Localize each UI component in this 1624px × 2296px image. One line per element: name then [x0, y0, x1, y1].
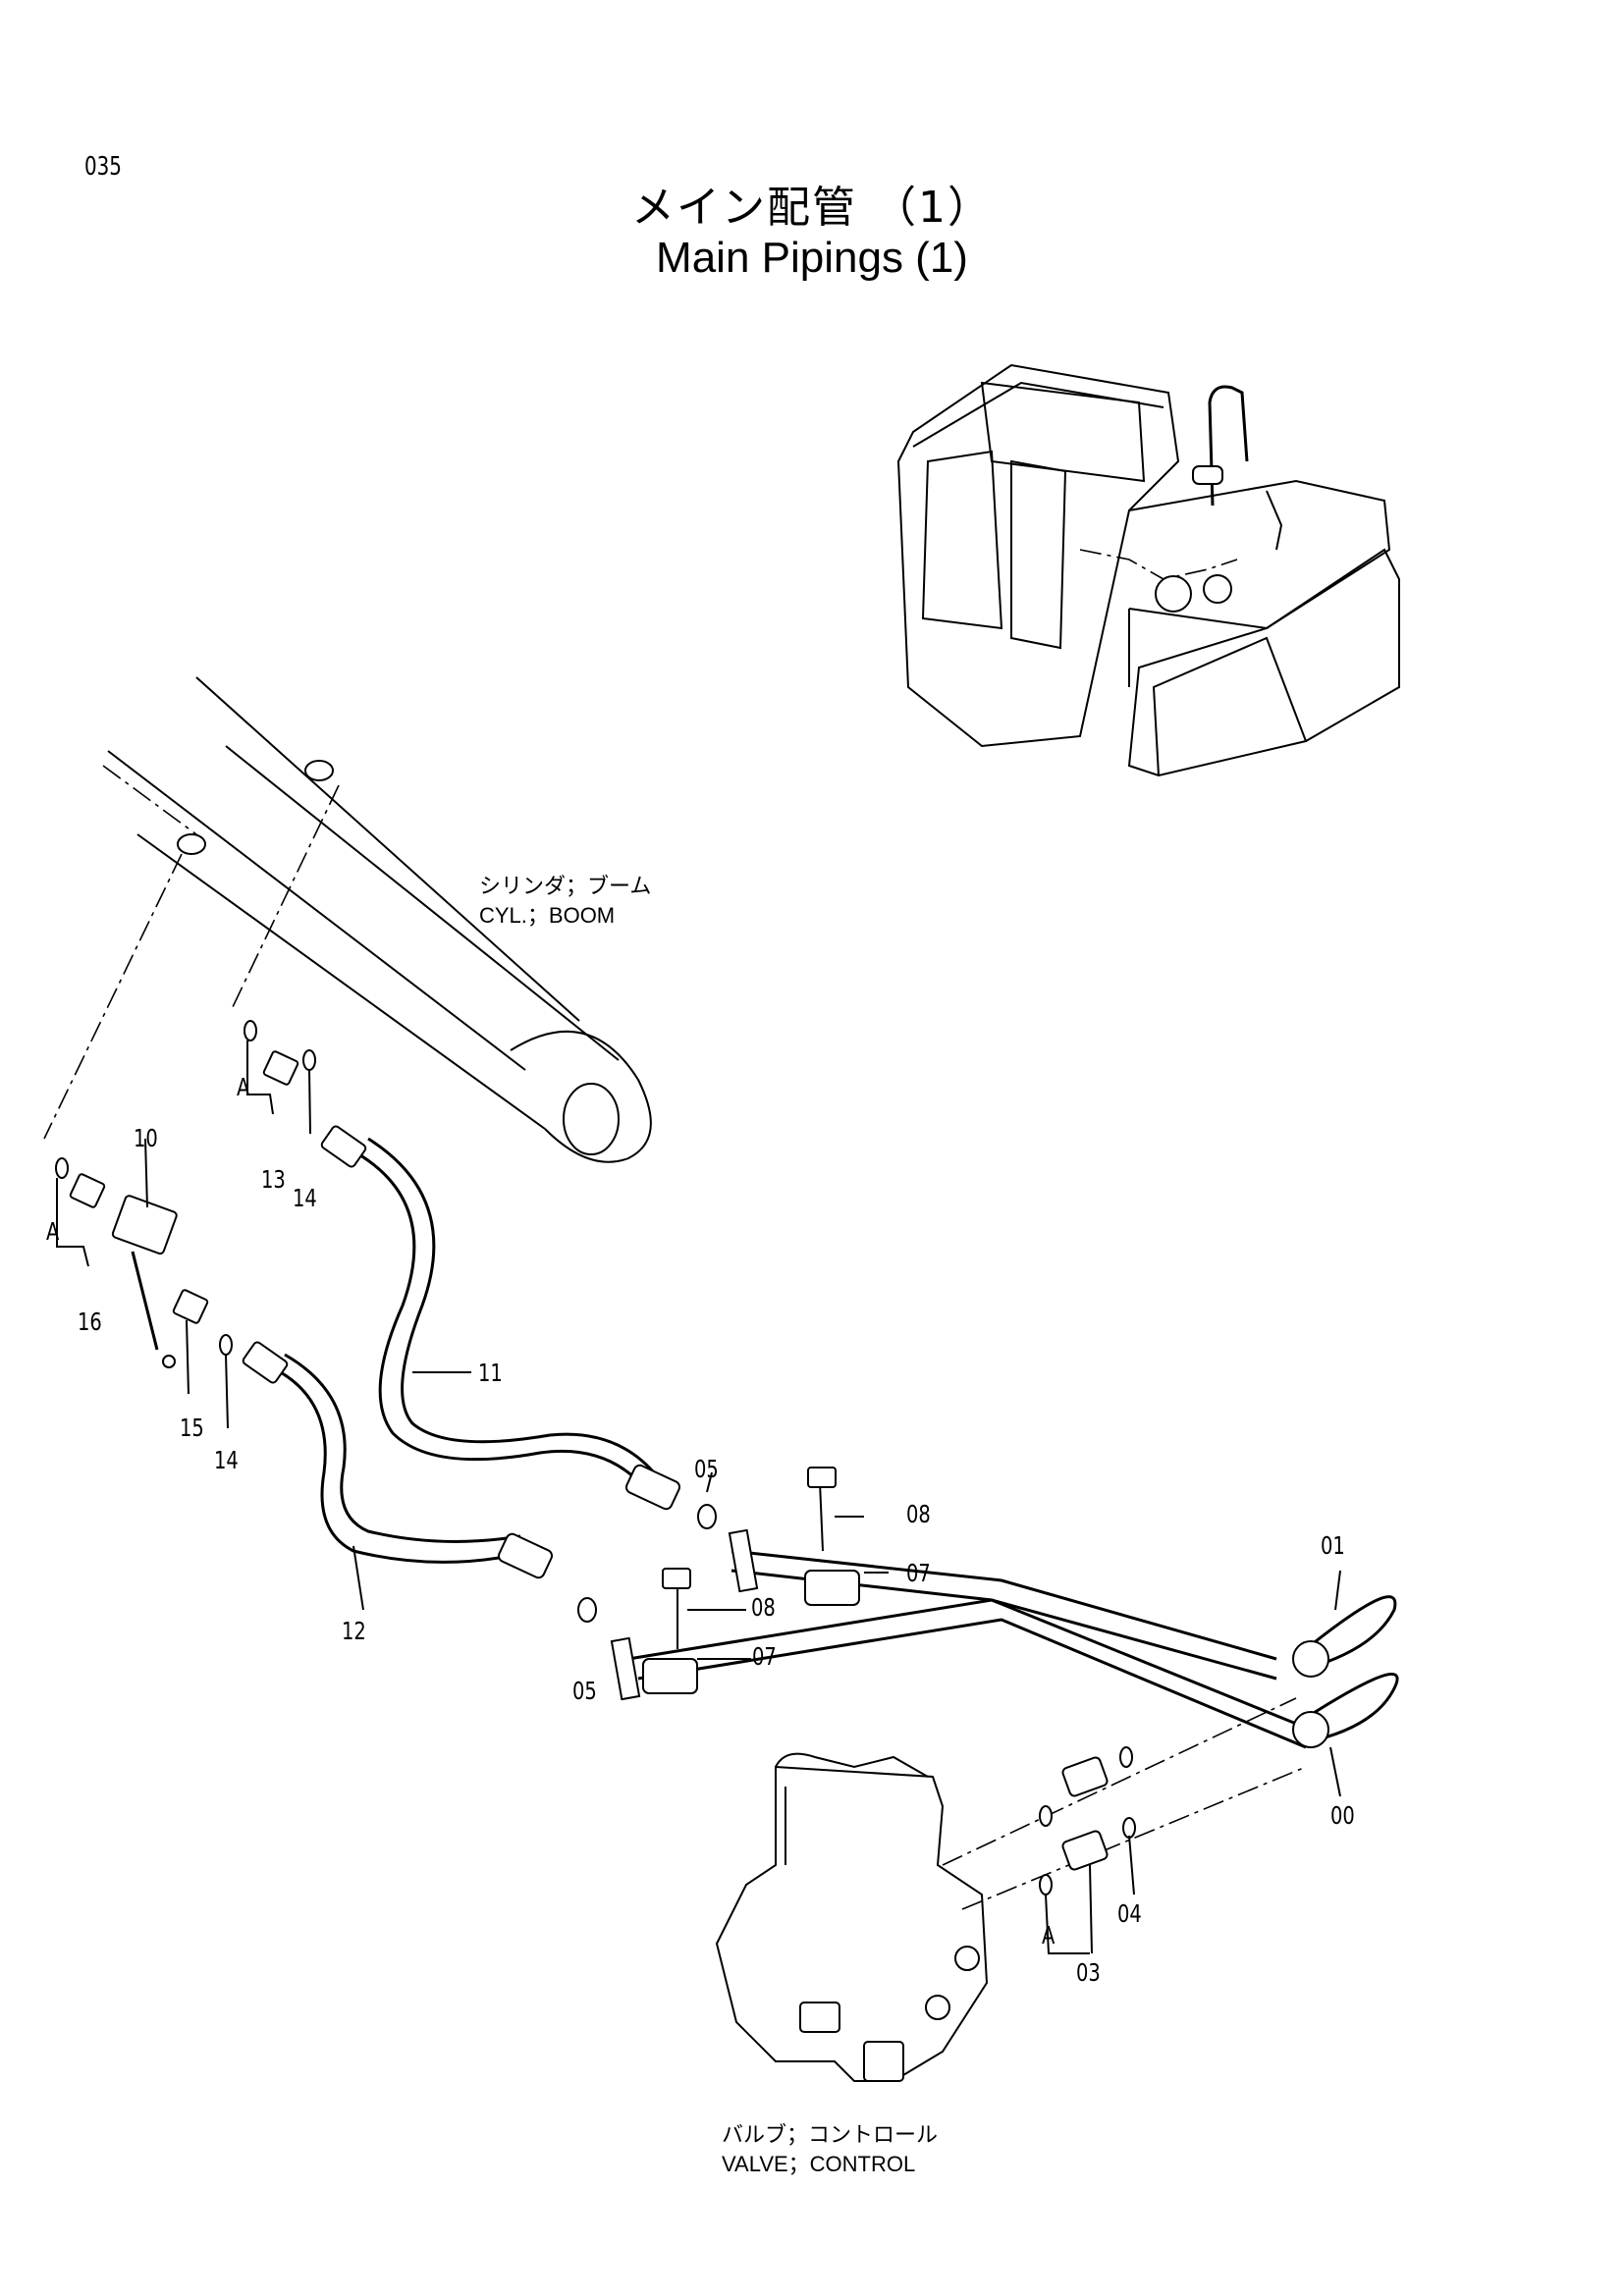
callout-A-valve: A	[1042, 1921, 1056, 1949]
callout-15: 15	[180, 1414, 204, 1442]
callout-16: 16	[78, 1308, 102, 1336]
hose-assemblies	[242, 1125, 681, 1579]
callout-08-upper: 08	[906, 1500, 931, 1528]
callout-A-left: A	[46, 1217, 60, 1246]
fittings-and-orings	[55, 1020, 717, 1623]
callout-05-upper: 05	[694, 1455, 719, 1483]
note-control-valve: バルブ；コントロール VALVE；CONTROL	[722, 2120, 938, 2179]
control-valve-illustration	[715, 1697, 1307, 2082]
callout-00: 00	[1330, 1801, 1355, 1830]
note-boom-cylinder-jp: シリンダ；ブーム	[479, 874, 652, 898]
note-boom-cylinder: シリンダ；ブーム CYL.；BOOM	[479, 872, 651, 931]
callout-14: 14	[293, 1184, 317, 1212]
excavator-overview-illustration	[896, 363, 1400, 777]
page-number: 035	[84, 152, 122, 182]
steel-pipes	[610, 1467, 1399, 1749]
callout-03: 03	[1076, 1958, 1101, 1987]
callout-14-lower: 14	[214, 1446, 239, 1474]
callout-08-lower: 08	[751, 1593, 776, 1622]
callout-01: 01	[1321, 1531, 1345, 1560]
title-english: Main Pipings (1)	[656, 234, 968, 282]
title-japanese: メイン配管 （1）	[631, 183, 993, 233]
callout-10: 10	[134, 1124, 158, 1152]
callout-12: 12	[342, 1617, 366, 1645]
note-control-valve-jp: バルブ；コントロール	[722, 2122, 939, 2147]
callout-04: 04	[1117, 1899, 1142, 1928]
callout-07-upper: 07	[906, 1559, 931, 1587]
callout-13: 13	[261, 1165, 286, 1194]
callout-05-lower: 05	[572, 1677, 597, 1705]
callout-11: 11	[478, 1359, 503, 1387]
leader-lines	[56, 1041, 1341, 1954]
boom-cylinder-illustration	[43, 676, 652, 1163]
callout-A-upper: A	[237, 1073, 250, 1101]
callout-07-lower: 07	[752, 1642, 777, 1671]
note-control-valve-en: VALVE；CONTROL	[722, 2152, 916, 2176]
note-boom-cylinder-en: CYL.；BOOM	[479, 903, 616, 928]
